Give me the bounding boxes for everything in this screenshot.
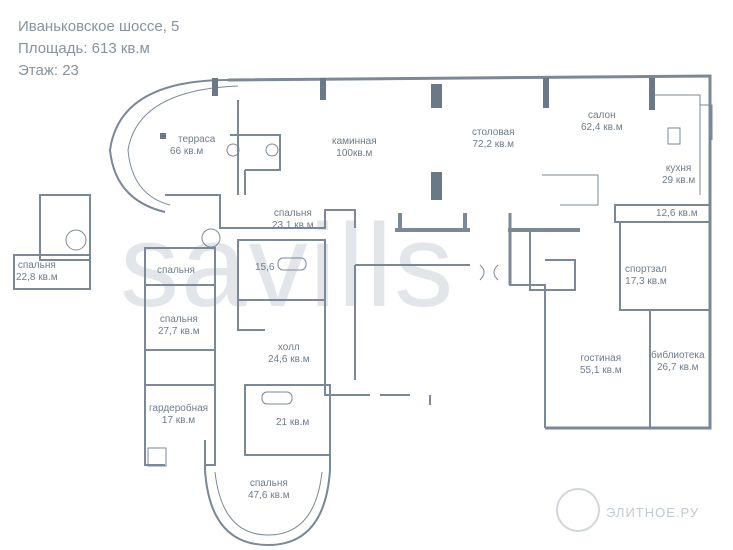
- wall-wardrobe-right: [205, 385, 216, 466]
- fixture-bathtub-1: [277, 257, 307, 271]
- column-1: [431, 84, 442, 108]
- spiral-stair-center: [201, 228, 221, 248]
- columns: [160, 78, 655, 200]
- terrace-marker: [160, 133, 166, 139]
- fixture-bathtub-2: [261, 391, 293, 405]
- fixture-stove: [667, 127, 681, 145]
- column-6: [212, 78, 218, 96]
- diamond-logo-icon: [556, 488, 600, 532]
- spiral-stair-left: [65, 229, 87, 251]
- door-double: [479, 264, 499, 281]
- wall-fireplace-posts: [398, 213, 467, 232]
- label-bath-156: 15,6: [255, 262, 275, 273]
- wall-bedroom-dividers: [145, 284, 215, 351]
- wall-living-left: [509, 270, 546, 428]
- column-2: [543, 78, 549, 108]
- kitchen-counter: [655, 94, 701, 195]
- wall-hall-right: [324, 240, 370, 396]
- terrace-rail: [127, 85, 239, 206]
- fixture-sink-2: [265, 143, 279, 157]
- wall-bath-lower: [237, 300, 265, 331]
- fixture-sink-1: [226, 143, 240, 157]
- column-4: [431, 172, 442, 200]
- label-bedroom-a: спальня: [157, 265, 195, 276]
- label-bath-21: 21 кв.м: [276, 417, 310, 428]
- wall-bedroom-left: [13, 254, 91, 290]
- column-3: [649, 78, 655, 110]
- wall-hall-lower: [380, 394, 431, 405]
- wall-terrace-inner: [230, 100, 281, 195]
- wall-wardrobe: [144, 385, 165, 466]
- kitchen-vent: [700, 104, 713, 140]
- address-title: Иваньковское шоссе, 5: [18, 18, 180, 35]
- master-arc-inner: [214, 471, 323, 536]
- wall-bedroom-left-top: [39, 194, 91, 261]
- wall-terrace-arc: [108, 79, 229, 213]
- wall-corridor-center: [354, 264, 470, 380]
- brand-logo-text: ЭЛИТНОЕ.РУ: [606, 505, 700, 520]
- wall-gym: [619, 222, 710, 311]
- wall-corridor-right: [529, 230, 576, 291]
- wall-bedroom23: [165, 194, 356, 229]
- wall-master-arc: [204, 469, 331, 547]
- wall-wc: [542, 174, 599, 206]
- wall-master-sides: [204, 440, 331, 470]
- area-total: Площадь: 613 кв.м: [18, 40, 150, 57]
- floor-number: Этаж: 23: [18, 62, 79, 79]
- wardrobe-door: [147, 447, 167, 467]
- column-5: [320, 78, 326, 100]
- wall-outer-main: [227, 74, 712, 430]
- fixtures: [147, 104, 713, 467]
- wall-small-room: [614, 204, 711, 223]
- label-small: 12,6 кв.м: [656, 208, 698, 219]
